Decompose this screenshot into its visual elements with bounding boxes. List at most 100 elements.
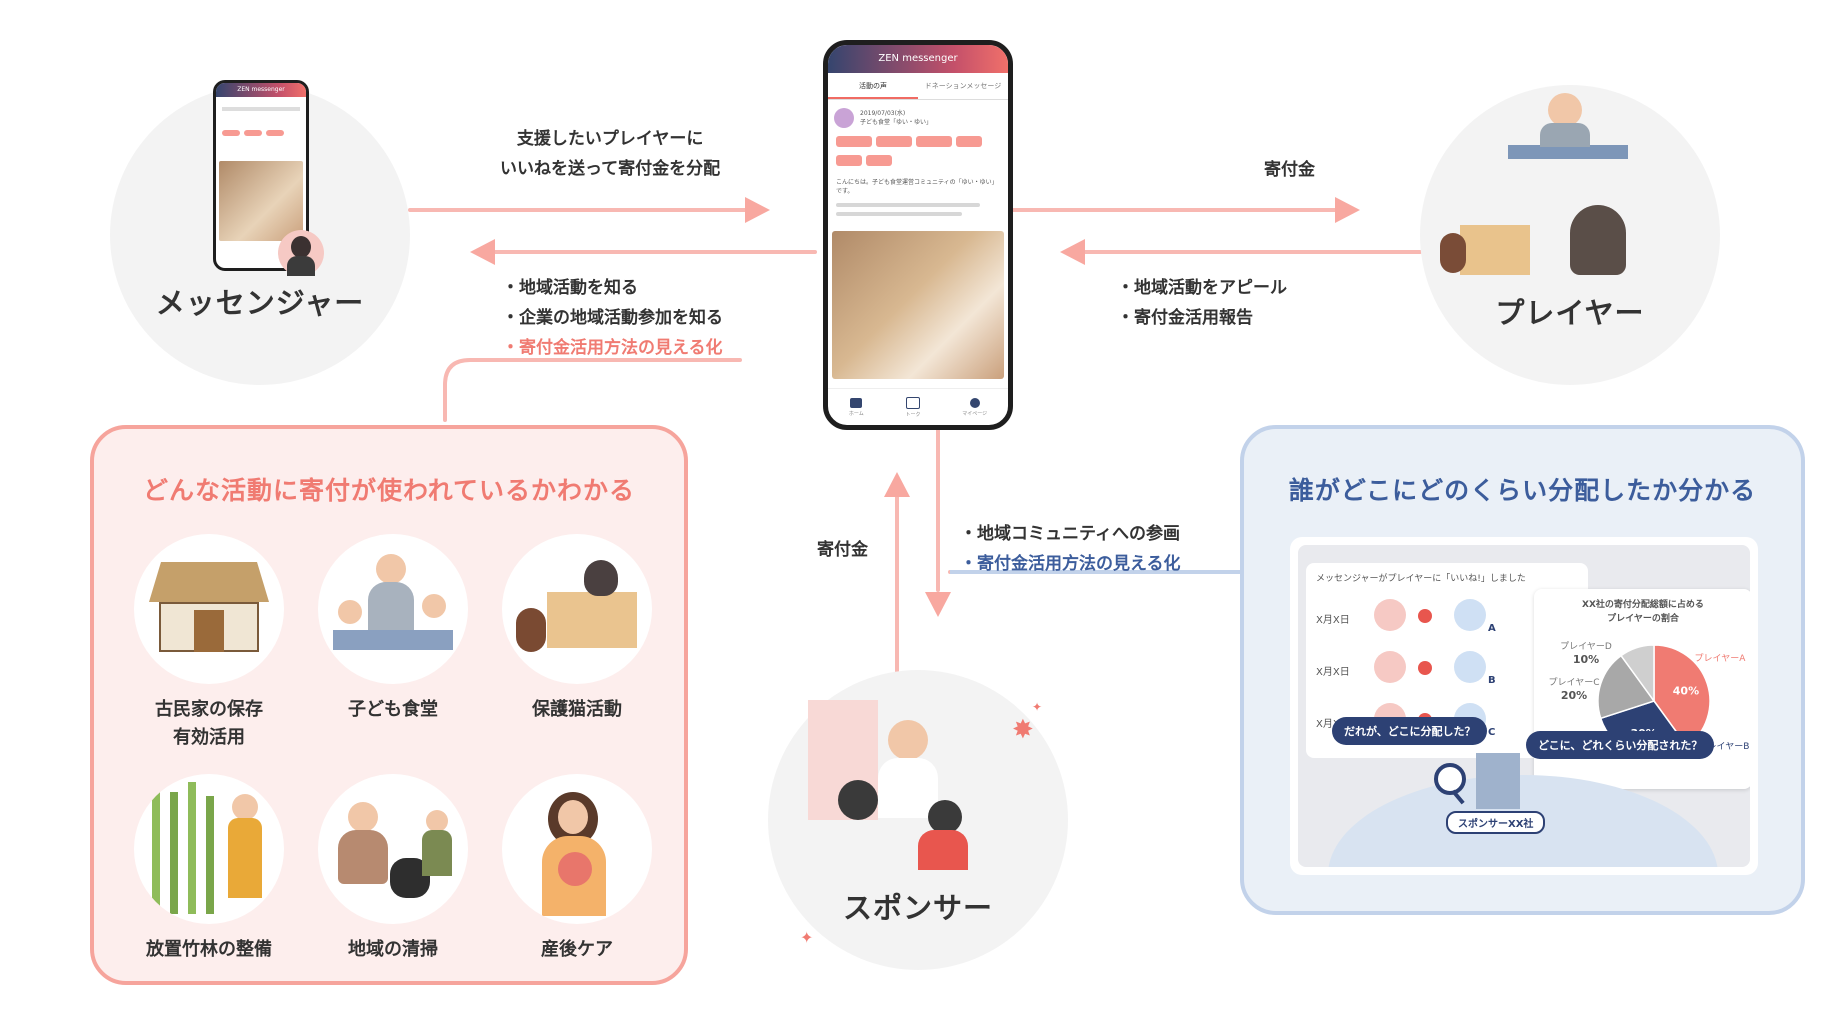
nav-home[interactable]: ホーム (848, 397, 864, 417)
player-cat (1440, 233, 1466, 273)
activity-chikurin: 放置竹林の整備 (134, 774, 284, 964)
cleaner-icon (348, 802, 378, 832)
flow-label-from-player: ・地域活動をアピール ・寄付金活用報告 (1117, 278, 1287, 328)
messenger-label: メッセンジャー (155, 286, 365, 320)
nav-talk[interactable]: トーク (905, 396, 920, 418)
player-cleaner (1570, 205, 1626, 275)
activity-seisou: 地域の清掃 (318, 774, 468, 964)
magnifier-icon (1434, 763, 1466, 795)
player-table (1508, 145, 1628, 159)
sparkle-small-icon: ✦ (1032, 700, 1043, 714)
arrow-head-to-messenger (470, 239, 495, 265)
post-date: 2019/07/03(水) (860, 110, 906, 117)
pie-slice-4 (1620, 644, 1655, 704)
house-door-icon (194, 610, 224, 652)
tab-donation-message[interactable]: ドネーションメッセージ (924, 82, 1002, 90)
small-phone-text-line (222, 107, 300, 111)
like-row-1-date: X月X日 (1316, 615, 1350, 626)
flow-label-to-app: 支援したいプレイヤーに いいねを送って寄付金を分配 (500, 129, 721, 179)
messenger-avatar-2 (1374, 651, 1406, 683)
small-phone-app-bar: ZEN messenger (216, 83, 306, 97)
distribution-dashboard: メッセンジャーがプレイヤーに「いいね!」しました X月X日 X月X日 X月X日 … (1290, 537, 1758, 875)
app-tabs: 活動の声 ドネーションメッセージ (828, 73, 1008, 100)
sponsor-person-2 (838, 780, 878, 820)
arrow-head-to-sponsor (925, 592, 951, 617)
pie-title-2: プレイヤーの割合 (1607, 614, 1679, 624)
sponsor-person-3 (928, 800, 962, 834)
sparkle-icon: ✸ (1012, 715, 1034, 745)
heart-icon-1 (1418, 609, 1432, 623)
activity-kodomo-shokudo: 子ども食堂 (318, 534, 468, 724)
home-icon (850, 397, 863, 408)
distribution-title: 誰がどこにどのくらい分配したか分かる (1288, 476, 1757, 505)
cat-side-icon (516, 608, 546, 652)
table-icon (333, 630, 453, 650)
baby-icon (558, 852, 592, 886)
pie-category-label-3: プレイヤーC (1548, 677, 1599, 688)
bamboo-icon (206, 796, 214, 914)
share-pie-card: XX社の寄付分配総額に占める プレイヤーの割合 40%プレイヤーA30%プレイヤ… (1534, 589, 1750, 789)
cardboard-box-icon (547, 592, 637, 648)
like-history-title: メッセンジャーがプレイヤーに「いいね!」しました (1316, 574, 1526, 584)
pie-value-label-3: 20% (1561, 689, 1587, 702)
chat-icon (905, 396, 920, 409)
sponsor-actor: スポンサー (768, 670, 1068, 970)
post-header: 2019/07/03(水) 子ども食堂「ゆい・ゆい」 (828, 100, 1008, 130)
sponsor-person-1 (888, 720, 928, 760)
tab-voices[interactable]: 活動の声 (828, 73, 918, 99)
nav-home-label: ホーム (848, 410, 864, 417)
cook-icon (376, 554, 406, 584)
activity-label-seisou: 地域の清掃 (348, 939, 438, 960)
activity-hogoneko: 保護猫活動 (502, 534, 652, 724)
sparkle-bottom-icon: ✦ (800, 928, 814, 947)
flow-label-to-messenger: ・地域活動を知る ・企業の地域活動参加を知る ・寄付金活用方法の見える化 (502, 278, 723, 358)
arrow-head-to-app (745, 197, 770, 223)
small-phone-chips (216, 121, 306, 144)
activity-sango-care: 産後ケア (502, 774, 652, 964)
pie-slice-3 (1597, 654, 1656, 720)
messenger-avatar-1 (1374, 599, 1406, 631)
nav-mypage[interactable]: マイページ (962, 397, 988, 417)
player-box (1460, 225, 1530, 275)
post-body: こんにちは。子ども食堂運営コミュニティの「ゆい・ゆい」です。 (836, 179, 998, 195)
player-cook (1548, 93, 1582, 127)
pie-value-label-1: 40% (1673, 685, 1699, 698)
arrow-head-from-sponsor (884, 472, 910, 497)
player-actor: プレイヤー (1420, 85, 1720, 385)
nav-mypage-label: マイページ (962, 410, 988, 417)
app-phone: ZEN messenger 活動の声 ドネーションメッセージ 2019/07/0… (823, 40, 1013, 430)
activity-label-kominka: 古民家の保存有効活用 (155, 699, 263, 748)
arrow-head-to-player (1335, 197, 1360, 223)
player-tag-c: C (1488, 727, 1496, 738)
house-roof-icon (149, 562, 269, 602)
heart-icon-2 (1418, 661, 1432, 675)
bubble-who-where: だれが、どこに分配した？ (1332, 717, 1488, 745)
pie-value-label-4: 10% (1573, 653, 1599, 666)
post-avatar (834, 108, 854, 128)
like-row-2-date: X月X日 (1316, 667, 1350, 678)
worker-icon (232, 794, 258, 820)
user-icon (969, 397, 980, 408)
pie-category-label-2: プレイヤーB (1699, 741, 1750, 752)
activity-kominka: 古民家の保存有効活用 (134, 534, 284, 752)
arrow-head-from-player (1060, 239, 1085, 265)
post-name: 子ども食堂「ゆい・ゆい」 (860, 119, 933, 126)
post-chips (828, 130, 1008, 176)
flow-label-from-sponsor: 寄付金 (817, 540, 868, 560)
player-tag-a: A (1488, 623, 1496, 634)
cat-top-icon (584, 560, 618, 596)
activities-title: どんな活動に寄付が使われているかわかる (142, 476, 635, 505)
pie-category-label-4: プレイヤーD (1560, 641, 1612, 652)
flow-label-to-player: 寄付金 (1264, 160, 1315, 180)
player-avatar-b (1454, 651, 1486, 683)
pie-title-1: XX社の寄付分配総額に占める (1582, 600, 1704, 610)
activities-panel: どんな活動に寄付が使われているかわかる 古民家の保存有効活用 子ども食堂 (90, 425, 688, 985)
activity-label-sango-care: 産後ケア (541, 939, 613, 960)
office-building-icon (1476, 753, 1520, 809)
sponsor-label: スポンサー (842, 891, 993, 925)
app-bar: ZEN messenger (828, 45, 1008, 73)
player-avatar-a (1454, 599, 1486, 631)
